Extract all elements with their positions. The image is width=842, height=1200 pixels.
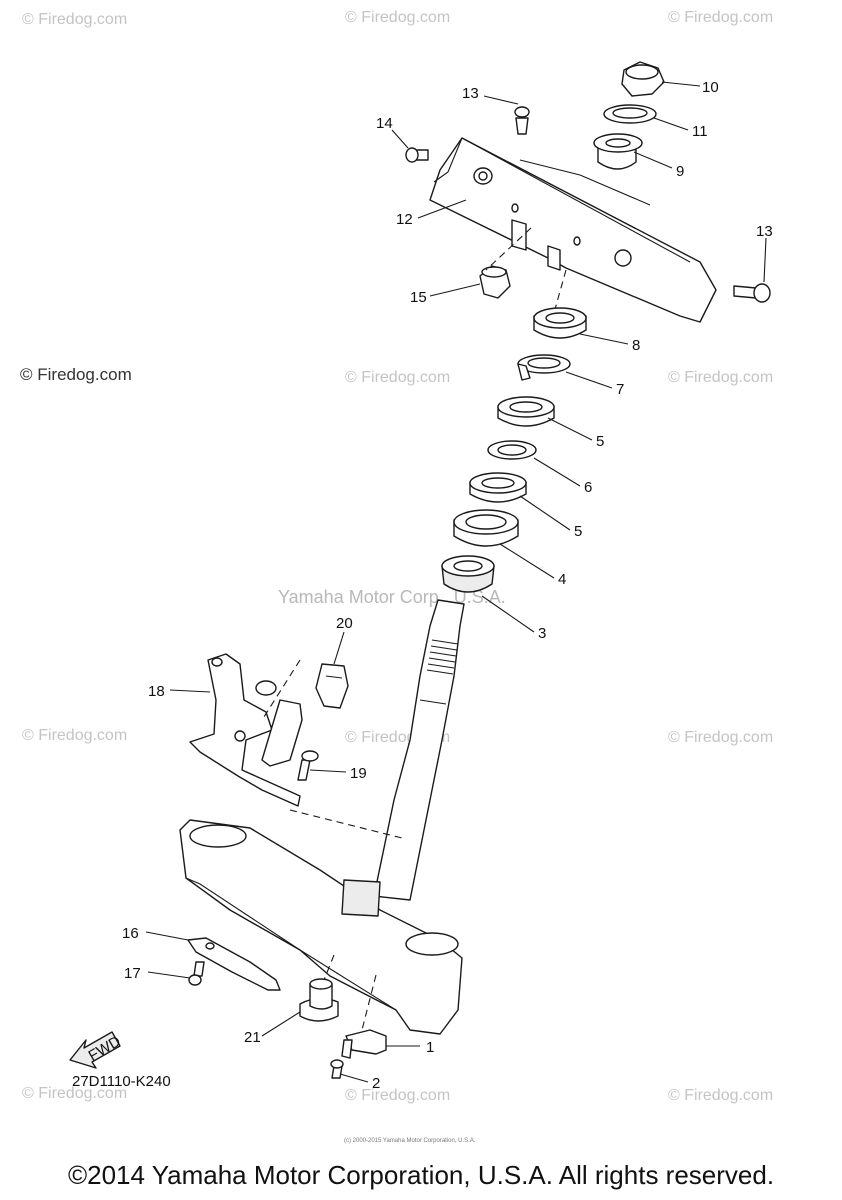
watermark-firedog: © Firedog.com — [22, 11, 127, 28]
callout-7: 7 — [616, 381, 624, 398]
fine-print: (c) 2000-2015 Yamaha Motor Corporation, … — [344, 1138, 476, 1144]
watermark-firedog: © Firedog.com — [345, 9, 450, 26]
watermark-firedog: © Firedog.com — [22, 727, 127, 744]
bolt — [297, 750, 319, 781]
watermark-firedog: © Firedog.com — [22, 1085, 127, 1102]
steering-stem-nut — [621, 61, 665, 97]
bolt — [405, 147, 429, 163]
callout-6: 6 — [584, 479, 592, 496]
callout-20: 20 — [336, 615, 353, 632]
callout-1: 1 — [426, 1039, 434, 1056]
cable-guide-bracket — [189, 653, 303, 807]
bearing-race — [453, 509, 519, 547]
callout-12: 12 — [396, 211, 413, 228]
bolt — [188, 961, 205, 986]
callout-5: 5 — [596, 433, 604, 450]
watermark-firedog: © Firedog.com — [668, 729, 773, 746]
steering-stem-shaft — [373, 599, 465, 901]
watermark-firedog: © Firedog.com — [668, 1087, 773, 1104]
watermark-firedog: © Firedog.com — [668, 9, 773, 26]
under-bracket — [179, 819, 463, 1035]
ring-nut — [469, 472, 527, 503]
watermark-firedog: © Firedog.com — [345, 369, 450, 386]
cable-clamp — [315, 663, 349, 709]
callout-9: 9 — [676, 163, 684, 180]
lock-washer — [517, 354, 571, 381]
collar — [593, 133, 643, 170]
callout-21: 21 — [244, 1029, 261, 1046]
callout-14: 14 — [376, 115, 393, 132]
callout-19: 19 — [350, 765, 367, 782]
callout-10: 10 — [702, 79, 719, 96]
guide-plate — [187, 937, 281, 991]
collar — [299, 978, 339, 1022]
assembly-lines — [261, 659, 403, 1031]
callout-13: 13 — [462, 85, 479, 102]
callout-3: 3 — [538, 625, 546, 642]
callout-4: 4 — [558, 571, 566, 588]
callout-2: 2 — [372, 1075, 380, 1092]
watermark-firedog: © Firedog.com — [668, 369, 773, 386]
callout-13: 13 — [756, 223, 773, 240]
sensor-bracket — [341, 1029, 387, 1059]
fwd-arrow-icon: FWD — [69, 1031, 124, 1069]
callout-15: 15 — [410, 289, 427, 306]
callout-5: 5 — [574, 523, 582, 540]
diagram-code: 27D1110-K240 — [72, 1073, 171, 1090]
callout-8: 8 — [632, 337, 640, 354]
bolt — [514, 106, 530, 135]
watermark-firedog: © Firedog.com — [345, 1087, 450, 1104]
washer — [603, 104, 657, 124]
callouts: 1 2 3 4 5 5 6 7 8 9 10 11 12 13 13 14 15… — [122, 79, 773, 1092]
dust-seal — [533, 307, 587, 339]
bolt — [330, 1059, 344, 1079]
leader-lines — [145, 81, 767, 1083]
bearing — [441, 555, 495, 593]
watermark-layer: © Firedog.com © Firedog.com © Firedog.co… — [20, 9, 773, 1104]
bolt — [733, 283, 771, 303]
upper-bracket — [429, 137, 717, 323]
callout-16: 16 — [122, 925, 139, 942]
ring-nut — [497, 396, 555, 427]
cap-nut — [479, 265, 511, 299]
callout-11: 11 — [692, 123, 708, 140]
copyright-footer: ©2014 Yamaha Motor Corporation, U.S.A. A… — [67, 1160, 775, 1190]
rubber-washer — [487, 440, 537, 460]
watermark-firedog: © Firedog.com — [20, 365, 132, 384]
callout-17: 17 — [124, 965, 141, 982]
callout-18: 18 — [148, 683, 165, 700]
